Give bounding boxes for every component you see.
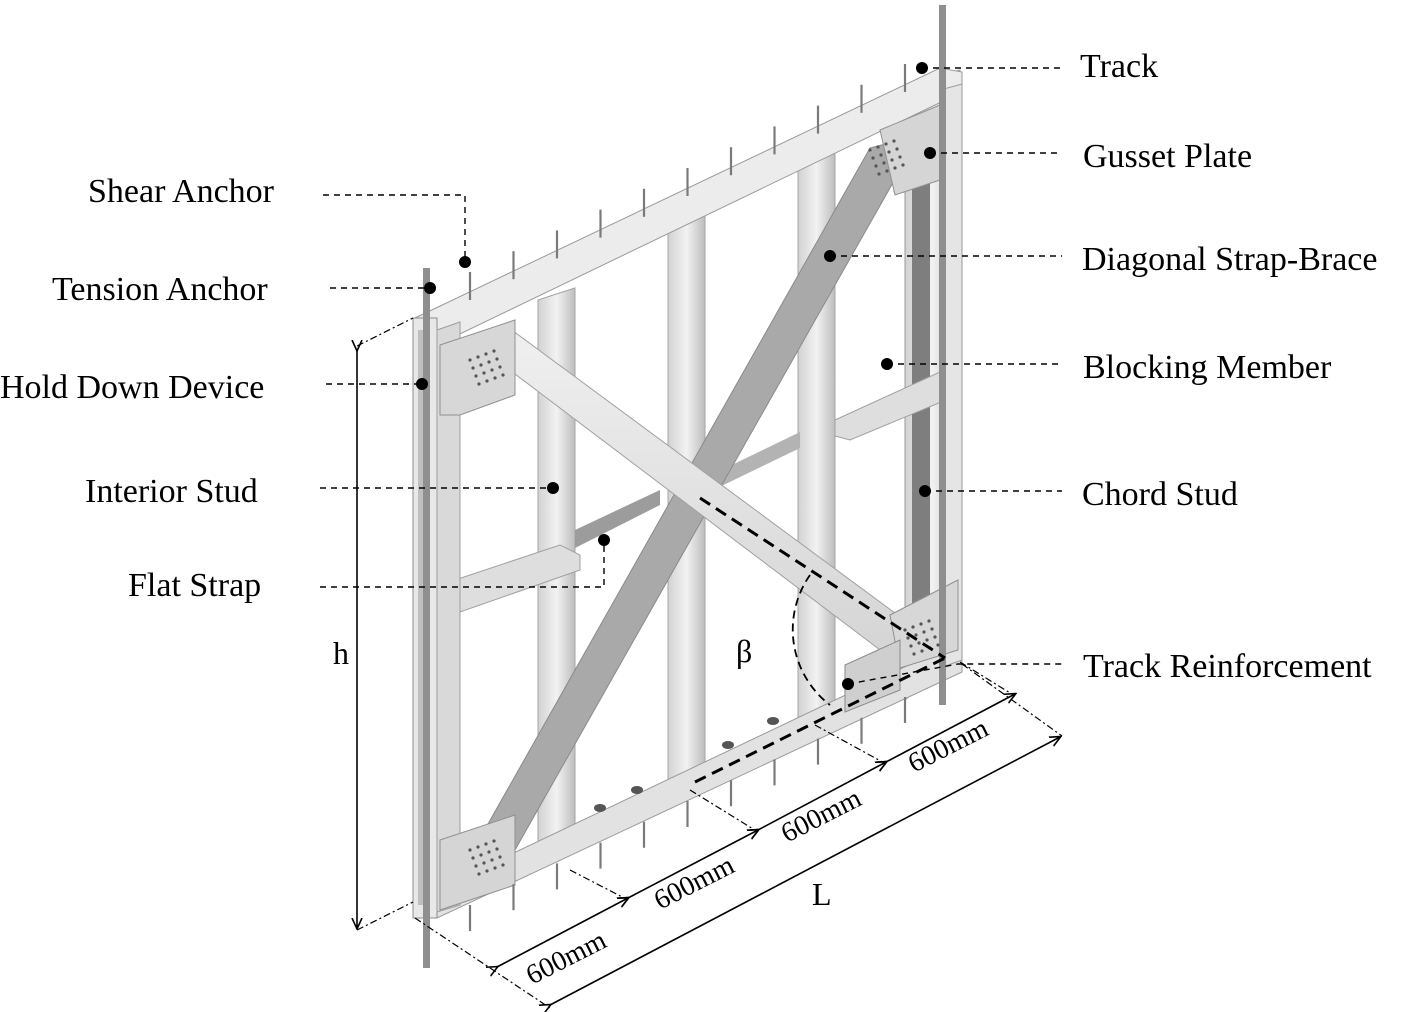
gusset-screw — [498, 855, 502, 859]
gusset-screw — [468, 358, 472, 362]
gusset-screw — [930, 627, 934, 631]
gusset-screw — [922, 630, 926, 634]
label-blocking-member: Blocking Member — [1083, 349, 1332, 386]
gusset-screw — [484, 352, 488, 356]
track-hole — [767, 717, 779, 725]
gusset-screw — [482, 371, 486, 375]
label-track-reinforcement: Track Reinforcement — [1083, 648, 1372, 685]
label-flat-strap: Flat Strap — [128, 567, 261, 604]
gusset-screw — [884, 142, 888, 146]
spacing-label-4: 600mm — [903, 713, 994, 780]
gusset-screw — [936, 643, 940, 647]
gusset-screw — [885, 169, 889, 173]
gusset-screw — [492, 349, 496, 353]
gusset-screw — [495, 847, 499, 851]
beta-strap-line — [699, 496, 946, 660]
track-hole — [631, 786, 643, 794]
length-symbol: L — [812, 876, 832, 912]
label-diagonal-strap-brace: Diagonal Strap-Brace — [1082, 241, 1378, 278]
gusset-screw — [492, 839, 496, 843]
gusset-screw — [906, 636, 910, 640]
angle-symbol: β — [736, 633, 752, 669]
gusset-screw — [501, 863, 505, 867]
gusset-screw — [895, 147, 899, 151]
height-symbol: h — [333, 635, 349, 671]
gusset-screw — [498, 365, 502, 369]
gusset-screw — [493, 866, 497, 870]
gusset-screw — [471, 366, 475, 370]
gusset-screw — [474, 374, 478, 378]
gusset-screw — [868, 148, 872, 152]
gusset-screw — [909, 644, 913, 648]
gusset-screw — [917, 641, 921, 645]
label-hold-down-device: Hold Down Device — [0, 369, 264, 406]
gusset-screw — [890, 158, 894, 162]
gusset-screw — [874, 164, 878, 168]
gusset-screw — [901, 163, 905, 167]
gusset-screw — [485, 869, 489, 873]
label-track: Track — [1080, 48, 1158, 85]
spacing-label-1: 600mm — [521, 925, 612, 992]
gusset-screw — [471, 856, 475, 860]
gusset-screw — [484, 842, 488, 846]
gusset-screw — [892, 139, 896, 143]
gusset-screw — [501, 373, 505, 377]
length-dimension-line — [550, 737, 1060, 1005]
track-hole — [722, 741, 734, 749]
gusset-screw — [887, 150, 891, 154]
gusset-screw — [477, 382, 481, 386]
gusset-screw — [482, 861, 486, 865]
gusset-screw — [925, 638, 929, 642]
gusset-screw — [911, 625, 915, 629]
gusset-screw — [495, 357, 499, 361]
gusset-screw — [933, 635, 937, 639]
label-tension-anchor: Tension Anchor — [52, 271, 268, 308]
gusset-screw — [479, 363, 483, 367]
gusset-screw — [877, 172, 881, 176]
gusset-screw — [490, 858, 494, 862]
gusset-screw — [490, 368, 494, 372]
gusset-screw — [879, 153, 883, 157]
gusset-screw — [474, 864, 478, 868]
gusset-bottom-left — [439, 814, 516, 911]
label-chord-stud: Chord Stud — [1082, 476, 1238, 513]
callouts: Shear Anchor Tension Anchor Hold Down De… — [0, 48, 1378, 690]
tension-anchor-left — [423, 268, 430, 968]
spacing-label-3: 600mm — [776, 783, 867, 850]
gusset-screw — [898, 155, 902, 159]
gusset-screw — [493, 376, 497, 380]
gusset-screw — [920, 649, 924, 653]
beta-arc — [791, 574, 831, 706]
gusset-screw — [485, 379, 489, 383]
label-shear-anchor: Shear Anchor — [88, 173, 275, 210]
gusset-screw — [927, 619, 931, 623]
label-interior-stud: Interior Stud — [85, 473, 258, 510]
gusset-screw — [876, 145, 880, 149]
gusset-screw — [477, 872, 481, 876]
gusset-screw — [903, 628, 907, 632]
gusset-screw — [487, 850, 491, 854]
label-gusset-plate: Gusset Plate — [1083, 138, 1252, 175]
gusset-screw — [893, 166, 897, 170]
gusset-screw — [487, 360, 491, 364]
track-hole — [594, 804, 606, 812]
gusset-screw — [871, 156, 875, 160]
beta-base-line — [694, 656, 946, 784]
gusset-top-left — [439, 319, 516, 416]
gusset-screw — [476, 355, 480, 359]
gusset-screw — [476, 845, 480, 849]
tension-anchor-right — [939, 5, 946, 705]
gusset-screw — [914, 633, 918, 637]
gusset-screw — [919, 622, 923, 626]
gusset-screw — [479, 853, 483, 857]
gusset-screw — [912, 652, 916, 656]
spacing-label-2: 600mm — [649, 850, 740, 917]
gusset-screw — [882, 161, 886, 165]
gusset-screw — [468, 848, 472, 852]
